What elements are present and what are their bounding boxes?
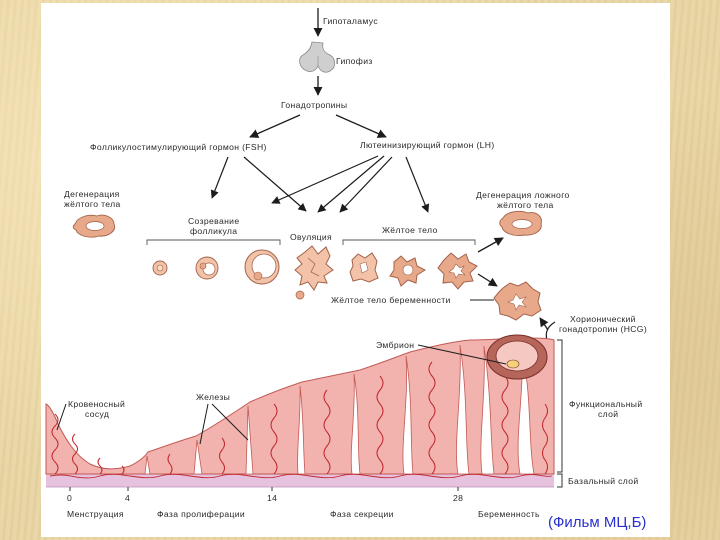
day-tick-14: 14 <box>267 493 277 503</box>
gland-crypts <box>144 344 535 475</box>
functional-layer-bracket <box>557 339 563 473</box>
basal-layer-label: Базальный слой <box>568 476 639 486</box>
basal-vessel-network <box>49 473 553 479</box>
pituitary-gland <box>299 41 336 73</box>
day-tick-0: 0 <box>67 493 72 503</box>
day-ticks <box>69 487 459 491</box>
lh-arrow <box>335 114 387 138</box>
basal-layer-band <box>46 474 554 487</box>
corpus-luteum-degeneration-label-1: Дегенерация <box>64 189 120 199</box>
fsh-label: Фолликулостимулирующий гормон (FSH) <box>90 142 267 152</box>
follicle-maturation-label-1: Созревание <box>188 216 239 226</box>
ruptured-follicle <box>294 245 334 300</box>
blood-vessel-label-1: Кровеносный <box>68 399 125 409</box>
corpus-luteum-degeneration-label-2: жёлтого тела <box>64 199 121 209</box>
basal-layer-bracket <box>557 473 563 488</box>
follicle-bracket <box>146 239 281 245</box>
day-tick-28: 28 <box>453 493 463 503</box>
pregnancy-corpus-luteum-label: Жёлтое тело беременности <box>331 295 451 305</box>
film-caption: (Фильм МЦ,Б) <box>548 514 647 531</box>
gonadotropins-label: Гонадотропины <box>281 100 347 110</box>
hcg-arrow <box>539 317 549 331</box>
spiral-vessels <box>51 361 548 475</box>
pituitary-label: Гипофиз <box>336 56 373 66</box>
degeneration-arrow <box>477 237 504 253</box>
follicle-stages <box>152 249 280 285</box>
corpus-luteum-stages <box>349 252 478 290</box>
follicle-maturation-label-2: фолликула <box>190 226 237 236</box>
hormone-action-arrows <box>210 155 430 213</box>
hcg-label-1: Хорионический <box>570 314 636 324</box>
degenerating-false-corpus-luteum <box>499 210 542 236</box>
glands-pointer-2 <box>211 403 249 441</box>
phase-secretion: Фаза секреции <box>330 509 394 519</box>
degenerating-corpus-luteum <box>72 214 116 238</box>
lh-label: Лютеинизирующий гормон (LH) <box>360 140 495 150</box>
ovulation-label: Овуляция <box>290 232 332 242</box>
pregnancy-corpus-luteum <box>493 281 542 321</box>
embryo-pointer <box>417 344 507 365</box>
hypothalamus-label: Гипоталамус <box>323 16 378 26</box>
phase-pregnancy: Беременность <box>478 509 540 519</box>
embryo-label: Эмбрион <box>376 340 414 350</box>
corpus-luteum-label: Жёлтое тело <box>382 225 438 235</box>
implanted-embryo <box>486 334 548 380</box>
false-corpus-luteum-degeneration-label-2: жёлтого тела <box>497 200 554 210</box>
functional-layer-label-2: слой <box>598 409 618 419</box>
phase-proliferation: Фаза пролиферации <box>157 509 245 519</box>
blood-vessel-pointer <box>56 403 67 431</box>
corpus-luteum-bracket <box>342 239 476 245</box>
hcg-label-2: гонадотропин (HCG) <box>559 324 647 334</box>
fsh-arrow <box>249 114 301 138</box>
day-tick-4: 4 <box>125 493 130 503</box>
glands-pointer-1 <box>199 403 209 445</box>
glands-label: Железы <box>196 392 230 402</box>
blood-vessel-label-2: сосуд <box>85 409 109 419</box>
phase-menstruation: Менструация <box>67 509 124 519</box>
functional-layer-label-1: Функциональный <box>569 399 642 409</box>
false-corpus-luteum-degeneration-label-1: Дегенерация ложного <box>476 190 570 200</box>
pregnancy-corpus-arrow <box>477 273 498 287</box>
